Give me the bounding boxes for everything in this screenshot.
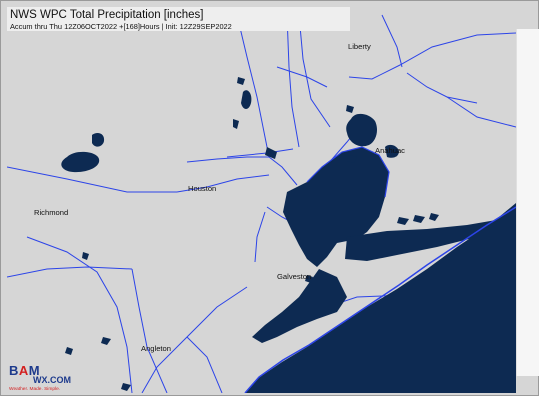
city-label-houston: Houston: [188, 184, 217, 193]
logo-domain: WX.COM: [33, 375, 71, 385]
rivers: [26, 14, 516, 393]
logo-letter-m: M: [28, 363, 41, 378]
bamwx-logo: BAM WX.COM Weather. Made. Simple.: [9, 363, 73, 395]
lakes: [61, 77, 439, 391]
legend-panel: [516, 29, 539, 376]
gulf-of-mexico: [245, 203, 516, 393]
city-label-galveston: Galveston: [277, 272, 312, 281]
galveston-bay: [283, 147, 389, 267]
logo-tagline: Weather. Made. Simple.: [9, 387, 61, 392]
map-subtitle: Accum thru Thu 12Z06OCT2022 +[168]Hours …: [10, 22, 232, 31]
city-label-liberty: Liberty: [348, 42, 371, 51]
logo-letters: BAM: [9, 363, 40, 378]
east-bay: [345, 219, 509, 261]
logo-letter-a: A: [18, 363, 29, 378]
city-label-angleton: Angleton: [141, 344, 171, 353]
precipitation-map: [7, 7, 516, 393]
city-label-richmond: Richmond: [34, 208, 69, 217]
west-bay: [252, 269, 347, 343]
county-boundaries: [7, 14, 516, 393]
city-label-anahuac: Anahuac: [375, 146, 405, 155]
logo-letter-b: B: [9, 363, 19, 378]
trinity-bay-shore: [306, 146, 390, 198]
barrier-island-line: [244, 206, 516, 393]
map-title: NWS WPC Total Precipitation [inches]: [10, 9, 204, 21]
title-box: NWS WPC Total Precipitation [inches] Acc…: [7, 7, 350, 31]
